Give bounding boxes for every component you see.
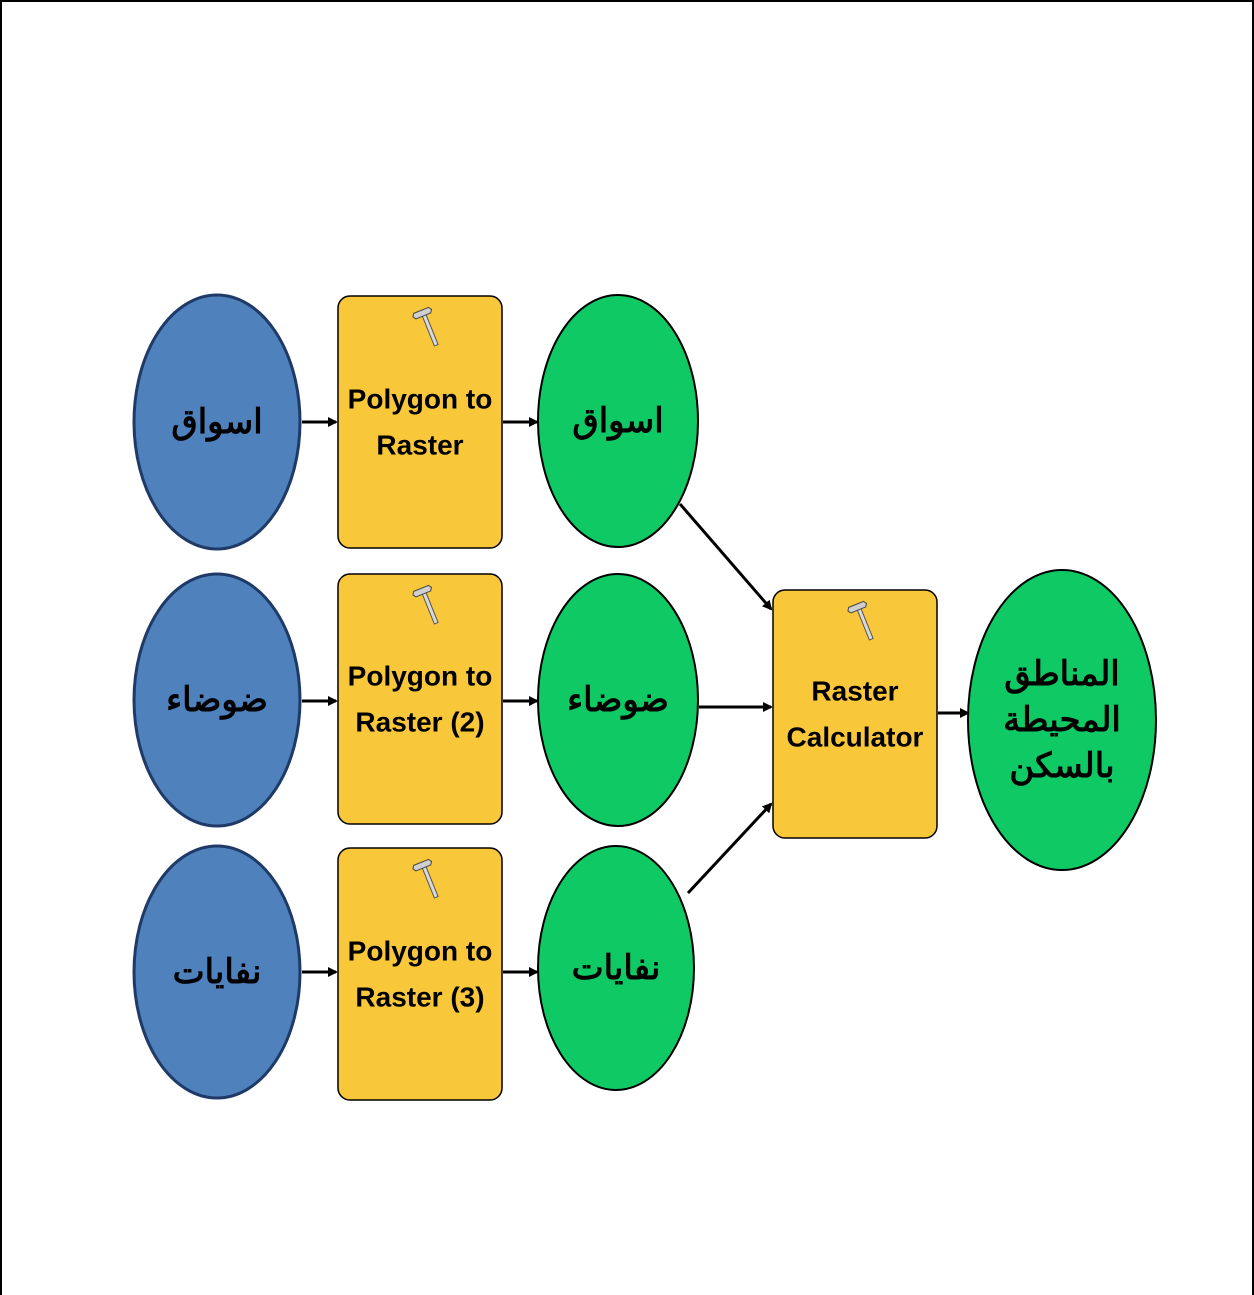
node-final[interactable]: المناطق المحيطة بالسكن (967, 569, 1157, 871)
input-data-input1-shape (132, 293, 302, 551)
calc-label-line-2: Calculator (787, 721, 924, 752)
tool-tool3-shape (337, 847, 503, 1101)
node-out1[interactable]: اسواق (537, 294, 699, 548)
connector-out1-to-calc (678, 503, 773, 611)
connector-out3-to-calc (686, 802, 773, 895)
output-data-out2-shape (537, 573, 699, 827)
node-tool2[interactable]: Polygon to Raster (2) (337, 573, 503, 825)
tool-tool2-shape (337, 573, 503, 825)
input-data-input3-shape (132, 844, 302, 1100)
node-out2[interactable]: ضوضاء (537, 573, 699, 827)
hammer-icon (412, 306, 439, 347)
tool1-label-line-1: Polygon to (348, 383, 493, 414)
input3-label: نفايات (173, 953, 262, 991)
tool-tool1-shape (337, 295, 503, 549)
output-data-out3-shape (537, 845, 695, 1091)
final-label-line-2: المحيطة (1003, 701, 1121, 739)
node-input1[interactable]: اسواق (132, 293, 302, 551)
input1-label: اسواق (171, 403, 262, 442)
tool3-label-line-2: Raster (3) (355, 981, 484, 1012)
tool3-label-line-1: Polygon to (348, 935, 493, 966)
node-tool3[interactable]: Polygon to Raster (3) (337, 847, 503, 1101)
node-tool1[interactable]: Polygon to Raster (337, 295, 503, 549)
out3-label: نفايات (572, 949, 661, 987)
tool1-label-line-2: Raster (376, 429, 463, 460)
input2-label: ضوضاء (166, 681, 268, 720)
connector-layer (302, 417, 970, 977)
final-label-line-3: بالسكن (1009, 747, 1114, 786)
output-data-final-shape (967, 569, 1157, 871)
input-data-input2-shape (132, 572, 302, 828)
output-data-out1-shape (537, 294, 699, 548)
tool2-label-line-2: Raster (2) (355, 706, 484, 737)
node-input3[interactable]: نفايات (132, 844, 302, 1100)
final-label-line-1: المناطق (1004, 655, 1120, 694)
tool-calc-shape (772, 589, 938, 839)
hammer-icon (412, 584, 439, 625)
node-out3[interactable]: نفايات (537, 845, 695, 1091)
hammer-icon (412, 858, 439, 899)
calc-label-line-1: Raster (811, 675, 898, 706)
hammer-icon (847, 600, 874, 641)
out1-label: اسواق (572, 402, 663, 441)
node-input2[interactable]: ضوضاء (132, 572, 302, 828)
tool2-label-line-1: Polygon to (348, 660, 493, 691)
out2-label: ضوضاء (567, 681, 669, 720)
